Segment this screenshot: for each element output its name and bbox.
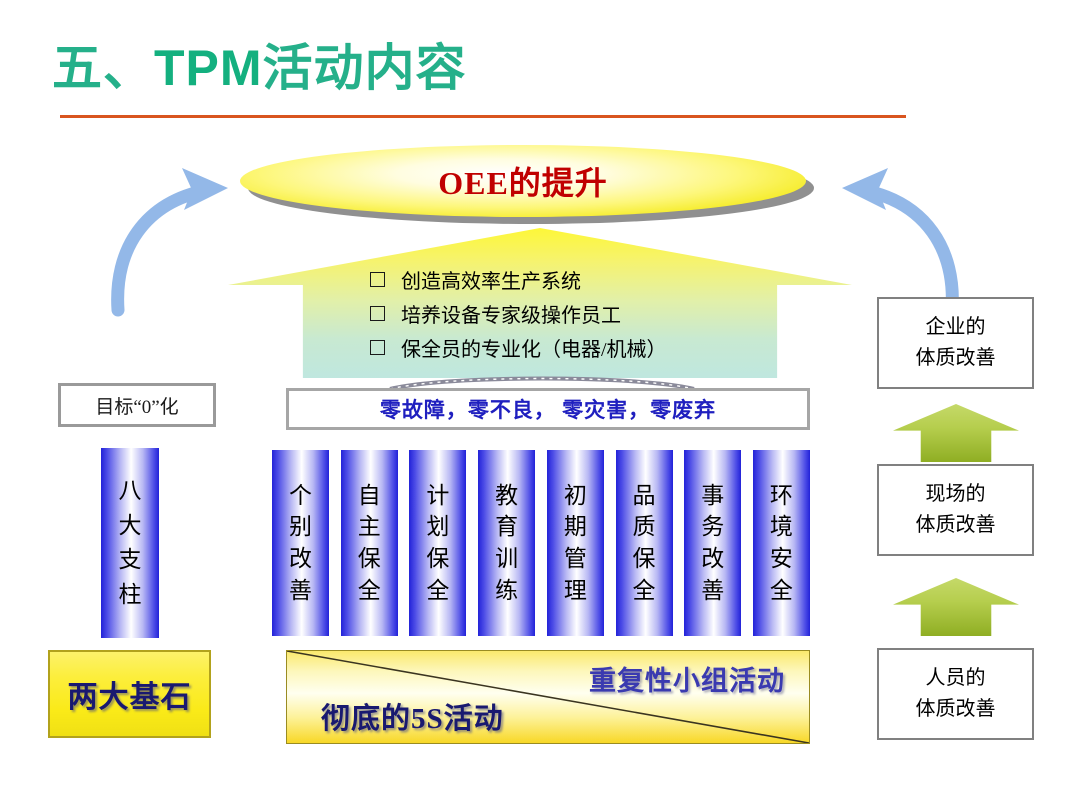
up-arrow-icon	[893, 404, 1019, 462]
pillar-item[interactable]: 教 育 训 练	[478, 450, 536, 636]
checkbox-square-icon	[370, 339, 385, 355]
pillar-char: 划	[426, 514, 450, 540]
outcome-box-people: 人员的 体质改善	[877, 648, 1034, 740]
outcome-line: 体质改善	[915, 514, 996, 536]
title-divider	[60, 115, 906, 118]
pillar-char: 全	[769, 577, 793, 603]
goal-label: 培养设备专家级操作员工	[401, 304, 621, 327]
pillar-char: 全	[357, 577, 381, 603]
eight-pillars-char: 支	[118, 547, 142, 572]
pillar-char: 管	[563, 546, 587, 571]
two-foundations-box: 两大基石	[48, 650, 211, 738]
outcome-line: 现场的	[925, 483, 986, 505]
curved-arrow-right-icon	[842, 168, 959, 317]
eight-pillars-char: 八	[118, 478, 142, 503]
pillar-char: 保	[426, 546, 450, 571]
pillar-char: 质	[632, 514, 656, 540]
pillar-char: 改	[701, 546, 725, 571]
up-arrow-icon	[893, 578, 1019, 636]
pillar-char: 务	[701, 514, 725, 540]
pillar-char: 安	[769, 546, 793, 571]
goal-label: 保全员的专业化（电器/机械）	[401, 338, 667, 361]
pillar-char: 自	[357, 482, 381, 508]
pillar-item[interactable]: 初 期 管 理	[546, 450, 604, 636]
pillar-char: 训	[495, 546, 519, 571]
two-foundations-label: 两大基石	[67, 681, 192, 714]
pillar-char: 教	[495, 482, 519, 508]
checkbox-square-icon	[370, 271, 385, 287]
pillar-char: 主	[357, 514, 381, 540]
curved-arrow-left-icon	[111, 168, 228, 317]
goal-item: 创造高效率生产系统	[370, 262, 790, 296]
pillar-char: 善	[289, 577, 312, 603]
outcome-line: 体质改善	[915, 698, 996, 720]
pillar-char: 全	[632, 577, 656, 603]
goal-item: 培养设备专家级操作员工	[370, 296, 790, 330]
pillar-char: 计	[426, 482, 450, 508]
page-title: 五、TPM活动内容	[52, 28, 467, 100]
pillars-row: 个 别 改 善 自 主 保 全 计 划 保 全 教 育 训 练 初 期 管 理	[272, 450, 810, 636]
foundation-diagonal-divider	[287, 651, 809, 743]
pillar-char: 个	[289, 482, 312, 508]
title-suffix: 活动内容	[262, 40, 467, 96]
pillar-char: 育	[495, 514, 519, 540]
outcome-box-enterprise: 企业的 体质改善	[877, 297, 1034, 389]
pillar-char: 品	[632, 482, 656, 508]
goals-list: 创造高效率生产系统 培养设备专家级操作员工 保全员的专业化（电器/机械）	[370, 262, 790, 364]
pillar-item[interactable]: 品 质 保 全	[615, 450, 673, 636]
foundation-top-label: 重复性小组活动	[589, 666, 785, 696]
title-main: TPM	[154, 40, 263, 96]
pillar-item[interactable]: 环 境 安 全	[752, 450, 810, 636]
oee-label: OEE的提升	[438, 165, 608, 201]
pillar-item[interactable]: 计 划 保 全	[409, 450, 467, 636]
eight-pillars-label-block: 八 大 支 柱	[101, 448, 159, 638]
goal-item: 保全员的专业化（电器/机械）	[370, 330, 790, 364]
pillar-item[interactable]: 个 别 改 善	[272, 450, 329, 636]
pillar-char: 理	[563, 577, 587, 603]
pillar-char: 环	[769, 482, 793, 508]
goal-zero-label: 目标“0”化	[95, 396, 179, 418]
goal-label: 创造高效率生产系统	[401, 270, 581, 293]
goal-zero-box: 目标“0”化	[58, 383, 216, 427]
pillar-char: 改	[289, 546, 312, 571]
oee-ellipse: OEE的提升	[240, 145, 806, 217]
foundation-bottom-label: 彻底的5S活动	[321, 703, 504, 735]
outcome-box-workplace: 现场的 体质改善	[877, 464, 1034, 556]
zero-goals-banner: 零故障，零不良， 零灾害，零废弃	[286, 388, 810, 430]
outcome-line: 人员的	[925, 667, 986, 689]
outcome-line: 企业的	[925, 316, 986, 338]
decorative-arch	[388, 374, 696, 390]
eight-pillars-char: 大	[118, 512, 142, 538]
pillar-char: 善	[701, 577, 725, 603]
zero-goals-label: 零故障，零不良， 零灾害，零废弃	[379, 398, 717, 422]
pillar-item[interactable]: 自 主 保 全	[340, 450, 398, 636]
pillar-char: 保	[357, 546, 381, 571]
foundation-box: 重复性小组活动 彻底的5S活动	[286, 650, 810, 744]
pillar-char: 境	[769, 514, 793, 540]
pillar-char: 初	[563, 482, 587, 508]
eight-pillars-char: 柱	[118, 581, 142, 607]
title-prefix: 五、	[52, 40, 154, 96]
checkbox-square-icon	[370, 305, 385, 321]
pillar-char: 期	[563, 514, 587, 540]
pillar-char: 事	[701, 482, 725, 508]
pillar-char: 全	[426, 577, 450, 603]
pillar-char: 保	[632, 546, 656, 571]
pillar-item[interactable]: 事 务 改 善	[684, 450, 742, 636]
outcome-line: 体质改善	[915, 347, 996, 369]
pillar-char: 别	[289, 514, 312, 540]
pillar-char: 练	[495, 577, 519, 603]
